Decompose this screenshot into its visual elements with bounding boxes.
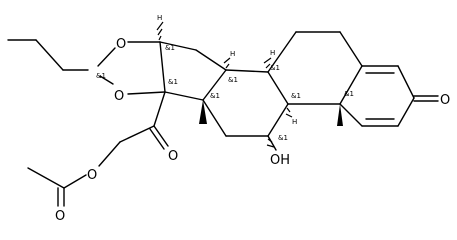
bond (267, 103, 289, 137)
bond (127, 91, 166, 95)
c14-h-label: H (230, 50, 235, 58)
hash (266, 144, 275, 148)
atom-labels: O O O O O O OH (55, 37, 450, 224)
bond (119, 125, 155, 143)
ring-oxygen-bottom: O (114, 89, 124, 104)
hash (285, 113, 293, 118)
bond (27, 167, 65, 189)
bond (267, 135, 277, 151)
bond (97, 47, 116, 67)
hash (157, 28, 163, 36)
hashed-bonds (156, 21, 293, 148)
stereo-c13: &1 (210, 92, 220, 100)
hash (267, 138, 273, 143)
bond (397, 65, 415, 99)
wedges (199, 100, 343, 126)
hash (223, 57, 231, 64)
c8-h-label: H (270, 49, 275, 57)
ester-oxygen: O (87, 168, 97, 183)
bond (149, 128, 165, 150)
bond (153, 125, 169, 147)
c9-h-label: H (292, 118, 297, 126)
hash (158, 35, 162, 41)
c20-carbonyl-oxygen: O (168, 149, 178, 164)
acetyl-carbonyl-oxygen: O (55, 209, 65, 224)
bond (35, 39, 64, 71)
stereo-c14: &1 (228, 76, 238, 84)
bond (159, 41, 166, 93)
stereo-c17: &1 (168, 78, 178, 86)
ketone-oxygen: O (440, 93, 450, 108)
stereo-c9: &1 (291, 92, 301, 100)
stereo-c10: &1 (344, 90, 354, 98)
stereo-c8: &1 (270, 64, 280, 72)
bonds (7, 31, 439, 207)
wedge-bond (199, 100, 207, 124)
hash (265, 63, 271, 69)
bond (99, 75, 114, 85)
bond (267, 31, 297, 73)
bond (225, 69, 269, 73)
bond (98, 141, 121, 167)
bond (164, 91, 204, 101)
bond (63, 174, 87, 189)
c16-h-label: H (157, 14, 162, 22)
hydroxyl-label: OH (270, 153, 290, 168)
bond (339, 31, 363, 67)
bond (339, 65, 363, 105)
bond (339, 103, 363, 127)
bond (195, 49, 227, 71)
stereo-c16: &1 (165, 44, 175, 52)
stereo-acetal: &1 (96, 72, 106, 80)
hash (263, 57, 272, 64)
hash (286, 107, 291, 113)
bond (159, 41, 197, 51)
bond (153, 91, 166, 127)
bond (202, 99, 227, 137)
bond (202, 69, 227, 101)
hash (225, 63, 230, 69)
hash (156, 21, 164, 31)
stereo-c11: &1 (278, 134, 288, 142)
wedge-bond (337, 104, 343, 126)
bond (397, 97, 415, 127)
stereo-labels: &1 &1 &1 &1 &1 &1 &1 &1 &1 H H H H (96, 14, 354, 142)
bond (267, 71, 289, 105)
structure-diagram: O O O O O O OH &1 &1 &1 &1 &1 &1 &1 &1 &… (7, 14, 450, 224)
ring-oxygen-top: O (116, 37, 126, 52)
